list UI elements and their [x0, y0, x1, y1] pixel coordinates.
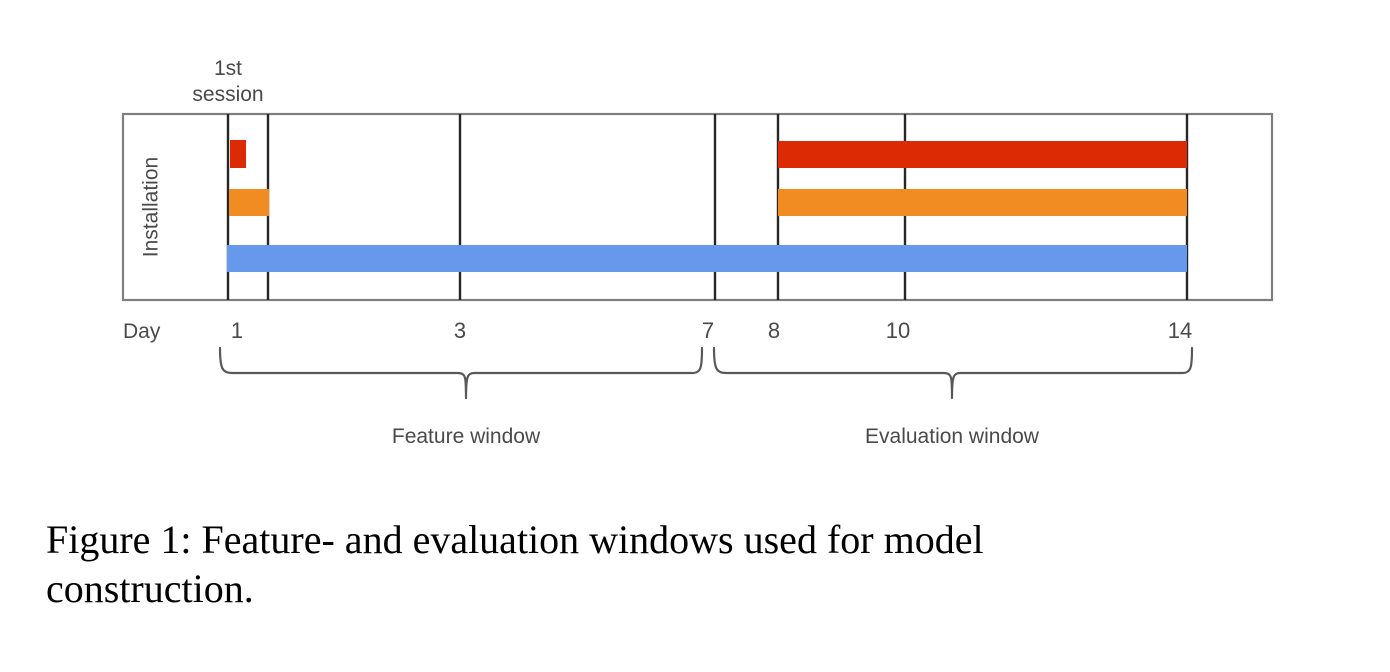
y-axis-label: Installation: [140, 157, 163, 257]
x-tick-day-10: 10: [886, 318, 910, 343]
evaluation-window-bracket: [712, 346, 1194, 400]
x-tick-day-14: 14: [1168, 318, 1192, 343]
x-tick-day-8: 8: [768, 318, 780, 343]
x-tick-day-1: 1: [231, 318, 243, 343]
x-axis-label: Day: [123, 320, 161, 343]
x-tick-day-3: 3: [454, 318, 466, 343]
first-session-annotation-line2: session: [192, 83, 263, 106]
first-session-annotation-line1: 1st: [214, 57, 242, 80]
bar-blue-continuous: [227, 245, 1187, 272]
bar-red-evaluation: [778, 141, 1187, 168]
bar-orange-evaluation: [778, 189, 1187, 216]
timeline-chart: Installation 1st session Day 1 3 7 8 10 …: [121, 57, 1274, 448]
x-tick-day-7: 7: [702, 318, 714, 343]
bar-orange-feature: [229, 189, 269, 216]
feature-window-label: Feature window: [392, 425, 541, 448]
evaluation-window-label: Evaluation window: [865, 425, 1040, 448]
caption-line-2: construction.: [46, 565, 254, 611]
bar-red-feature: [230, 140, 246, 168]
figure-caption: Figure 1: Feature- and evaluation window…: [46, 516, 1282, 614]
feature-window-bracket: [218, 346, 704, 400]
caption-line-1: Figure 1: Feature- and evaluation window…: [46, 517, 984, 562]
